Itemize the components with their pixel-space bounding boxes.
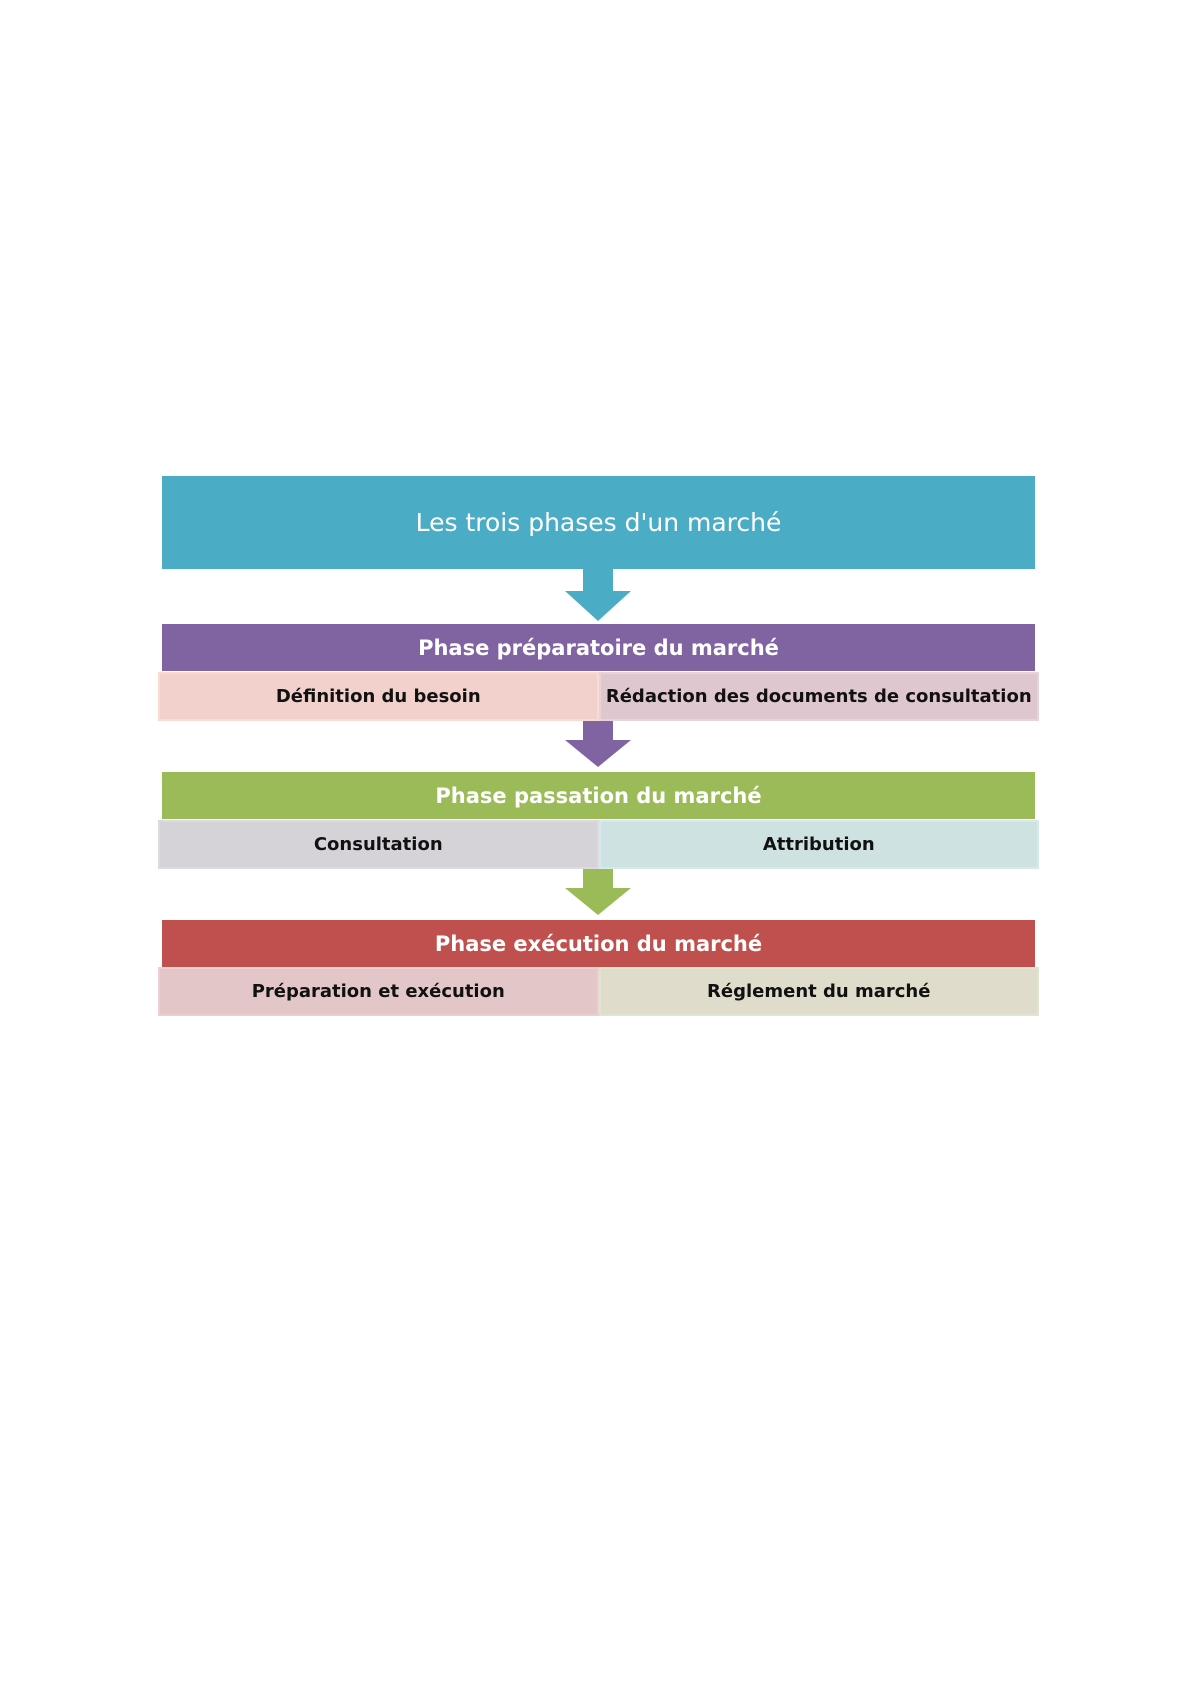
diagram-title: Les trois phases d'un marché xyxy=(162,476,1035,569)
down-arrow-icon xyxy=(565,721,631,773)
step-reglement-marche: Réglement du marché xyxy=(599,967,1040,1016)
step-attribution: Attribution xyxy=(599,820,1040,869)
phase-execution-header: Phase exécution du marché xyxy=(162,920,1035,967)
phase-passation-header: Phase passation du marché xyxy=(162,772,1035,819)
down-arrow-icon xyxy=(565,569,631,621)
phase-execution-steps: Préparation et exécution Réglement du ma… xyxy=(158,967,1039,1016)
step-consultation: Consultation xyxy=(158,820,599,869)
down-arrow-icon xyxy=(565,869,631,921)
phase-passation-steps: Consultation Attribution xyxy=(158,820,1039,869)
step-redaction-documents: Rédaction des documents de consultation xyxy=(599,672,1040,721)
step-preparation-execution: Préparation et exécution xyxy=(158,967,599,1016)
phase-preparatoire-steps: Définition du besoin Rédaction des docum… xyxy=(158,672,1039,721)
phase-preparatoire-header: Phase préparatoire du marché xyxy=(162,624,1035,671)
step-definition-besoin: Définition du besoin xyxy=(158,672,599,721)
